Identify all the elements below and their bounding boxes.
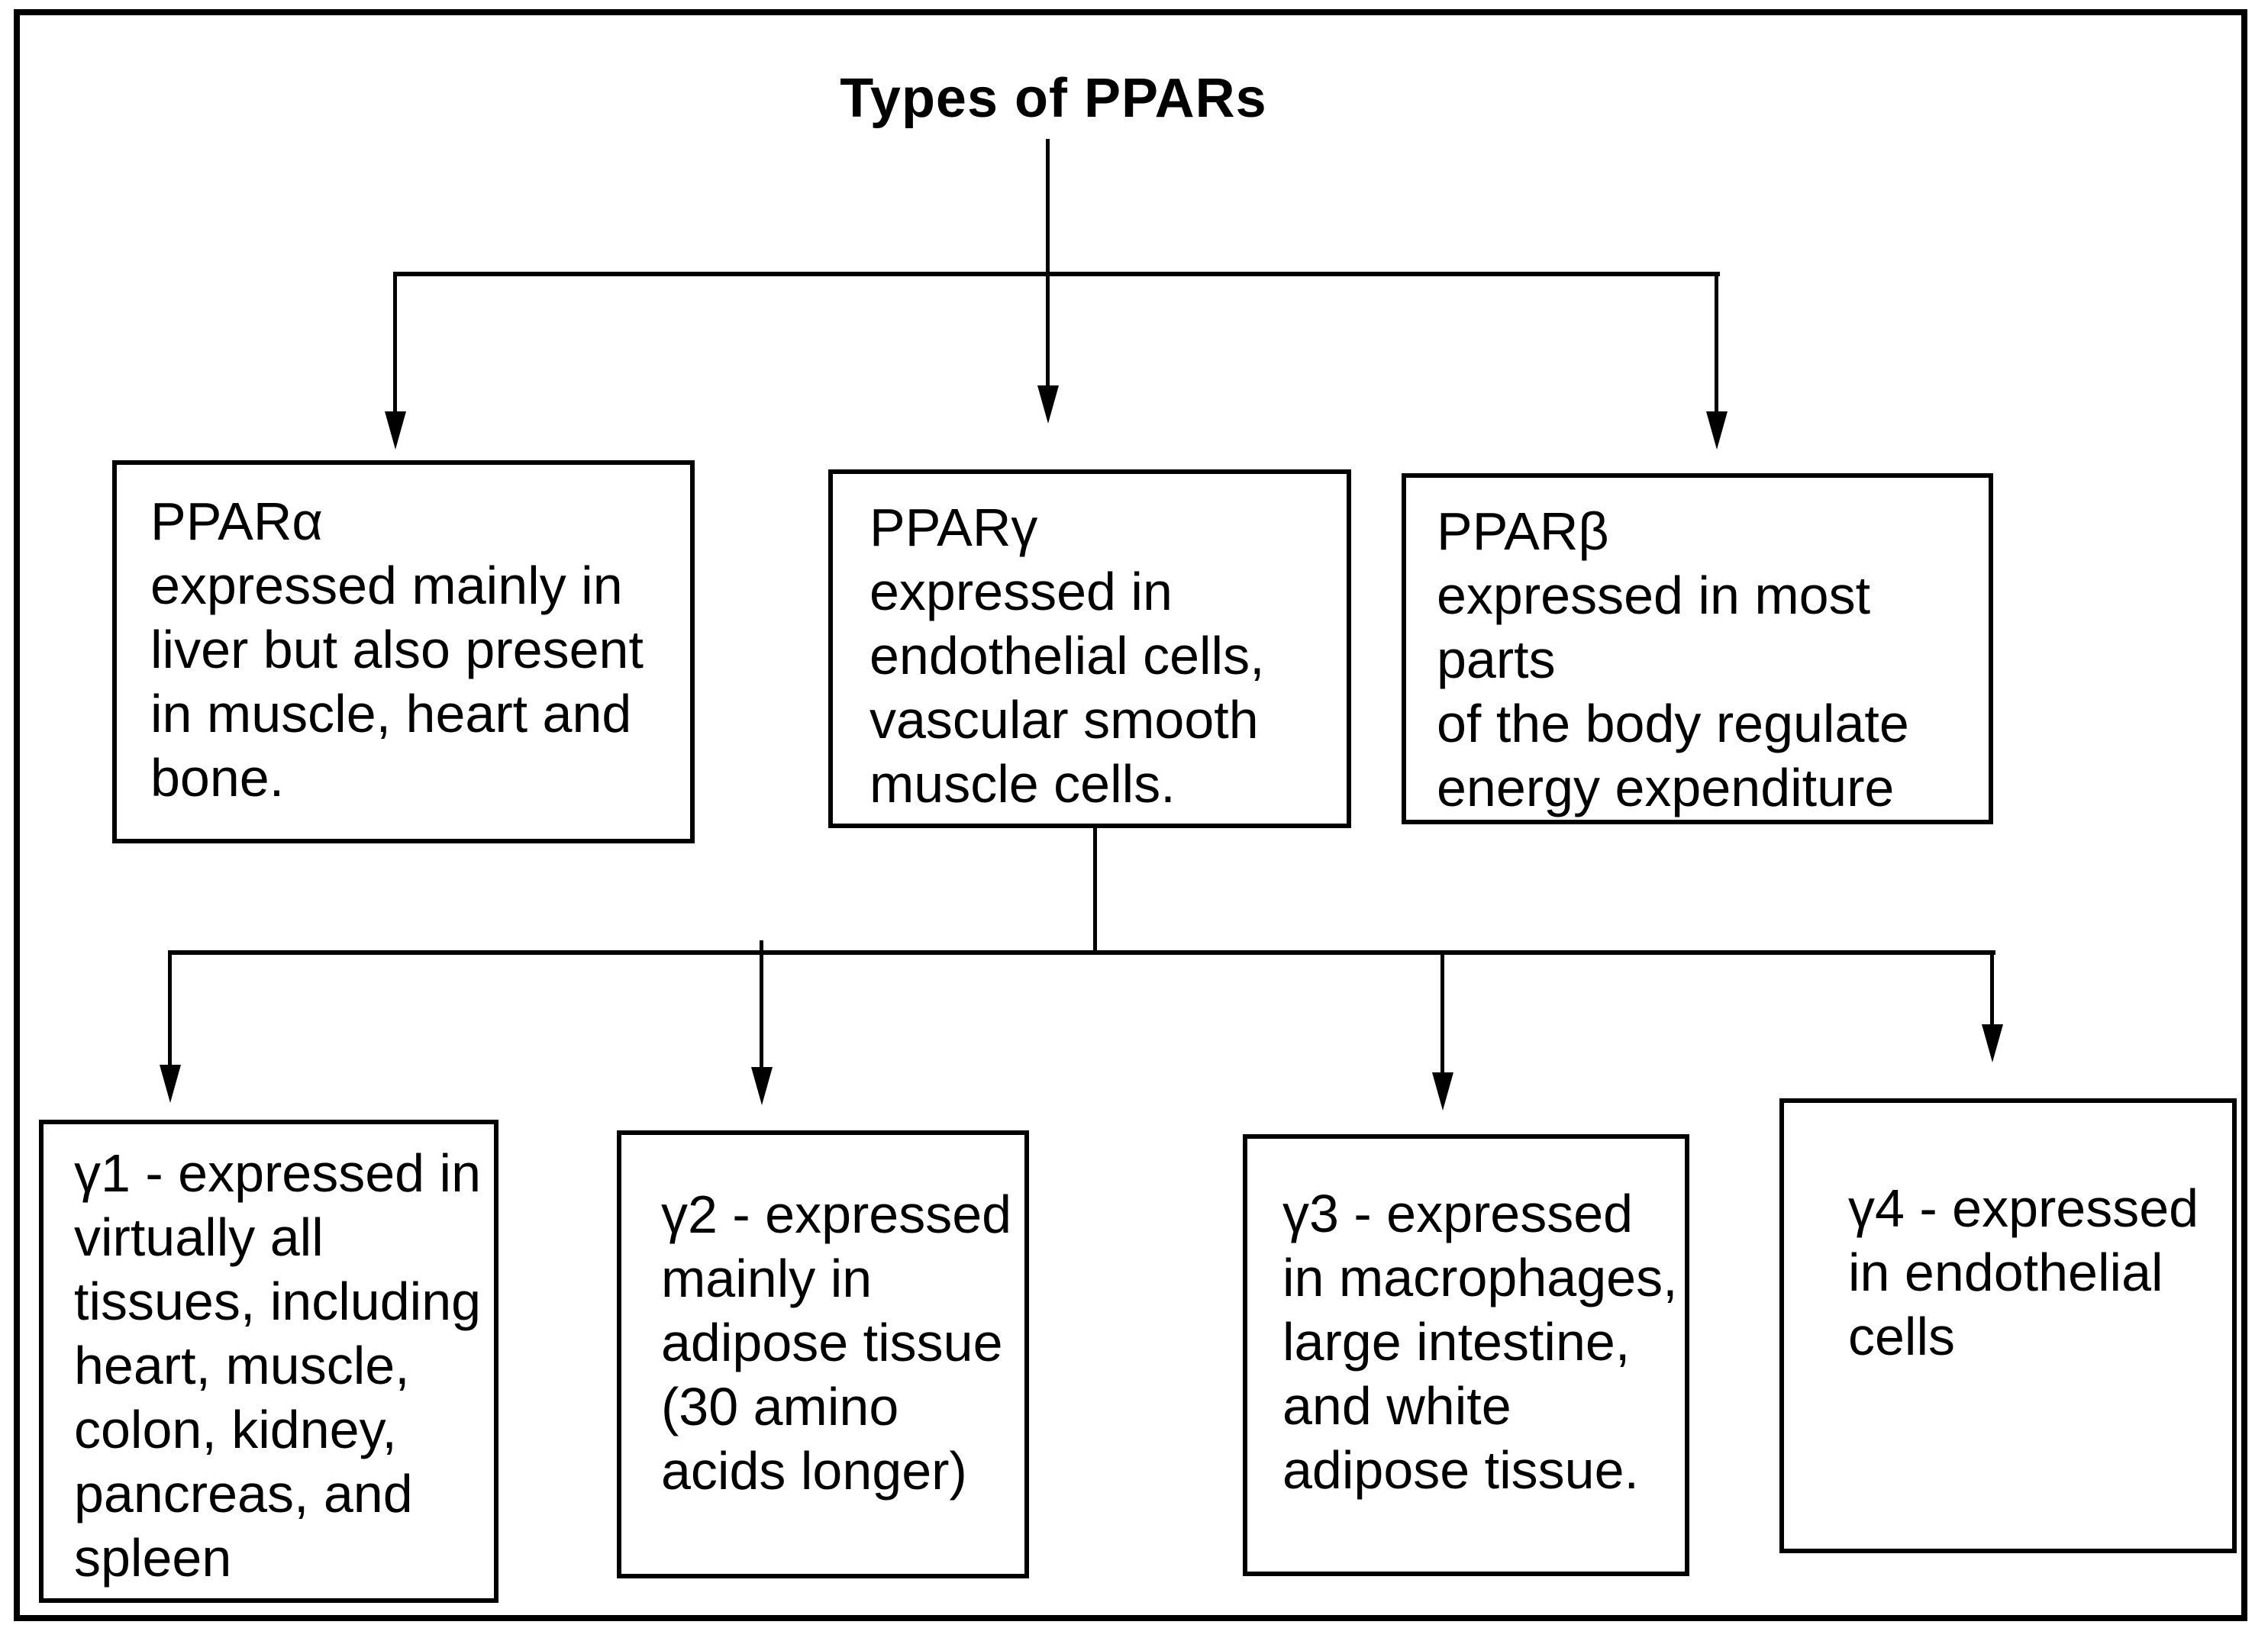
outer-border	[14, 9, 2247, 1621]
arrow-down-icon	[751, 1067, 773, 1105]
node-gamma4: γ4 - expressed in endothelial cells	[1779, 1098, 2237, 1553]
diagram-title: Types of PPARs	[840, 68, 1267, 129]
branch-to-gamma4-line	[1990, 950, 1994, 1026]
node-ppar-beta: PPARβ expressed in most parts of the bod…	[1402, 473, 1993, 824]
arrow-down-icon	[385, 411, 406, 450]
node-gamma1: γ1 - expressed in virtually all tissues,…	[39, 1120, 498, 1603]
branch-to-gamma1-line	[168, 950, 172, 1066]
title-stem-line	[1046, 139, 1050, 385]
arrow-down-icon	[1706, 411, 1728, 450]
arrow-down-icon	[1432, 1072, 1453, 1111]
arrow-down-icon	[160, 1065, 181, 1103]
arrow-down-icon	[1037, 385, 1059, 424]
level1-branch-line	[393, 272, 1720, 276]
branch-to-beta-line	[1715, 272, 1718, 413]
node-ppar-gamma: PPARγ expressed in endothelial cells, va…	[828, 469, 1351, 828]
level2-branch-line	[168, 950, 1995, 955]
arrow-down-icon	[1982, 1024, 2003, 1062]
branch-to-gamma3-line	[1440, 955, 1444, 1074]
node-gamma3: γ3 - expressed in macrophages, large int…	[1243, 1134, 1689, 1576]
branch-to-gamma2-line	[760, 940, 763, 1070]
node-gamma2: γ2 - expressed mainly in adipose tissue …	[617, 1130, 1029, 1578]
node-ppar-alpha: PPARα expressed mainly in liver but also…	[112, 460, 695, 843]
branch-to-alpha-line	[393, 272, 397, 413]
gamma-stem-line	[1093, 828, 1097, 953]
